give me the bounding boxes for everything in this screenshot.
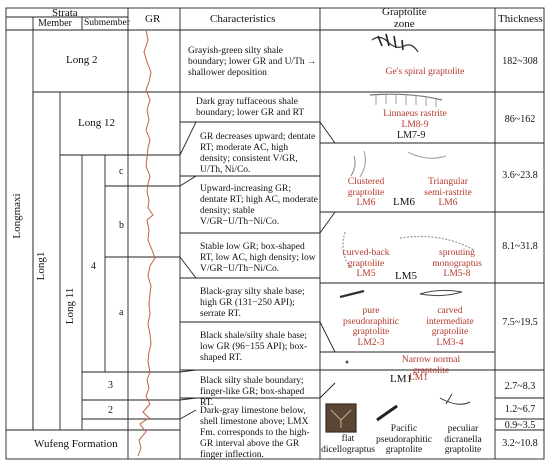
- char-long2: Grayish-green silty shale boundary; lowe…: [188, 46, 317, 78]
- submember-long11: Long 11: [64, 287, 76, 325]
- narrow-normal-sketch: [345, 360, 349, 364]
- thickness-long12: 86~162: [504, 114, 536, 125]
- member-long1: Long1: [35, 251, 47, 281]
- zone-pure-pseudoraphitic: pure pseudoraphitic graptolite LM2-3: [343, 306, 399, 348]
- thickness-wufeng: 3.2~10.8: [502, 438, 538, 449]
- thickness-sub-b: 8.1~31.8: [502, 241, 538, 252]
- zone-pacific-pseudoraphitic: Pacific pseudoraphitic graptolite: [376, 424, 432, 455]
- wufeng-formation: Wufeng Formation: [34, 438, 118, 450]
- gr-log-curve: [137, 29, 156, 457]
- zone-lm1-red: LM1: [409, 373, 428, 383]
- zone-lm1: LM1: [390, 373, 412, 385]
- header-gr: GR: [145, 13, 161, 25]
- char-long12: Dark gray tuffaceous shale boundary; low…: [196, 97, 305, 118]
- thickness-sub-c: 3.6~23.8: [502, 170, 538, 181]
- zone-linnaeus-rastrite: Linnaeus rastrite LM8-9: [383, 109, 447, 130]
- graptolite-fossil-sketches: [325, 33, 475, 433]
- flat-dicellograptus-sketch: [325, 403, 357, 433]
- table-grid: [5, 7, 545, 460]
- sprouting-monograptus-sketch: [399, 235, 475, 251]
- zone-ges-spiral: Ge's spiral graptolite: [385, 67, 465, 77]
- carved-intermediate-sketch: [419, 289, 463, 297]
- char-sub-c: GR decreases upward; dentate RT; moderat…: [200, 132, 316, 175]
- zone-flat-dicellograptus: flat dicellograptus: [321, 434, 375, 455]
- char-sub-3: Black silty shale boundary; finger-like …: [200, 376, 305, 408]
- zone-lm6: LM6: [393, 196, 415, 208]
- submember-3: 3: [108, 380, 113, 391]
- char-wufeng: Dark-gray limestone below, shell limesto…: [200, 406, 310, 460]
- submember-2: 2: [108, 405, 113, 416]
- formation-longmaxi: Longmaxi: [11, 193, 23, 239]
- linnaeus-rastrite-sketch: [369, 93, 443, 107]
- clustered-graptolite-sketch: [350, 150, 366, 178]
- submember-b: b: [119, 220, 124, 231]
- zone-lm7-9: LM7-9: [397, 130, 426, 141]
- ges-spiral-graptolite-sketch: [371, 33, 419, 53]
- header-thickness: Thickness: [498, 13, 543, 25]
- zone-curved-back-graptolite: curved-back graptolite LM5: [342, 248, 390, 279]
- char-sub-a-lower: Black shale/silty shale base; low GR (96…: [200, 331, 308, 363]
- header-graptolite-zone: Graptolite zone: [382, 6, 427, 30]
- header-strata: Strata: [52, 7, 78, 19]
- curved-back-graptolite-sketch: [342, 231, 352, 269]
- header-submember: Submember: [84, 18, 130, 28]
- submember-long12: Long 12: [78, 117, 115, 129]
- thickness-sub-1: 0.9~3.5: [504, 420, 536, 431]
- char-sub-b: Upward-increasing GR; dentate RT; high A…: [200, 184, 318, 227]
- pure-pseudoraphitic-sketch: [339, 289, 365, 299]
- submember-a: a: [119, 307, 124, 318]
- thickness-sub-a: 7.5~19.5: [502, 317, 538, 328]
- member-long2: Long 2: [66, 54, 98, 66]
- triangular-semi-rastrite-sketch: [407, 151, 447, 159]
- pacific-pseudoraphitic-sketch: [376, 404, 398, 422]
- submember-4: 4: [91, 261, 96, 272]
- zone-triangular-semi-rastrite: Triangular semi-rastrite LM6: [424, 177, 472, 208]
- char-sub-a-mid: Black-gray silty shale base; high GR (13…: [200, 287, 305, 319]
- thickness-sub-2: 1.2~6.7: [504, 404, 536, 415]
- zone-peculiar-dicranella: peculiar dicranella graptolite: [444, 424, 482, 455]
- thickness-sub-3: 2.7~8.3: [504, 381, 536, 392]
- zone-sprouting-monograptus: sprouting monograptus LM5-8: [432, 248, 482, 279]
- peculiar-dicranella-sketch: [439, 393, 471, 405]
- zone-narrow-normal: Narrow normal graptolite: [401, 355, 461, 376]
- header-member: Member: [38, 18, 72, 29]
- submember-c: c: [119, 166, 124, 177]
- zone-clustered-graptolite: Clustered graptolite LM6: [347, 177, 385, 208]
- zone-carved-intermediate: carved intermediate graptolite LM3-4: [426, 306, 474, 348]
- zone-lm5: LM5: [395, 270, 417, 282]
- header-characteristics: Characteristics: [210, 13, 276, 25]
- char-sub-a-upper: Stable low GR; box-shaped RT, low AC, hi…: [200, 242, 316, 274]
- thickness-long2: 182~308: [502, 56, 538, 67]
